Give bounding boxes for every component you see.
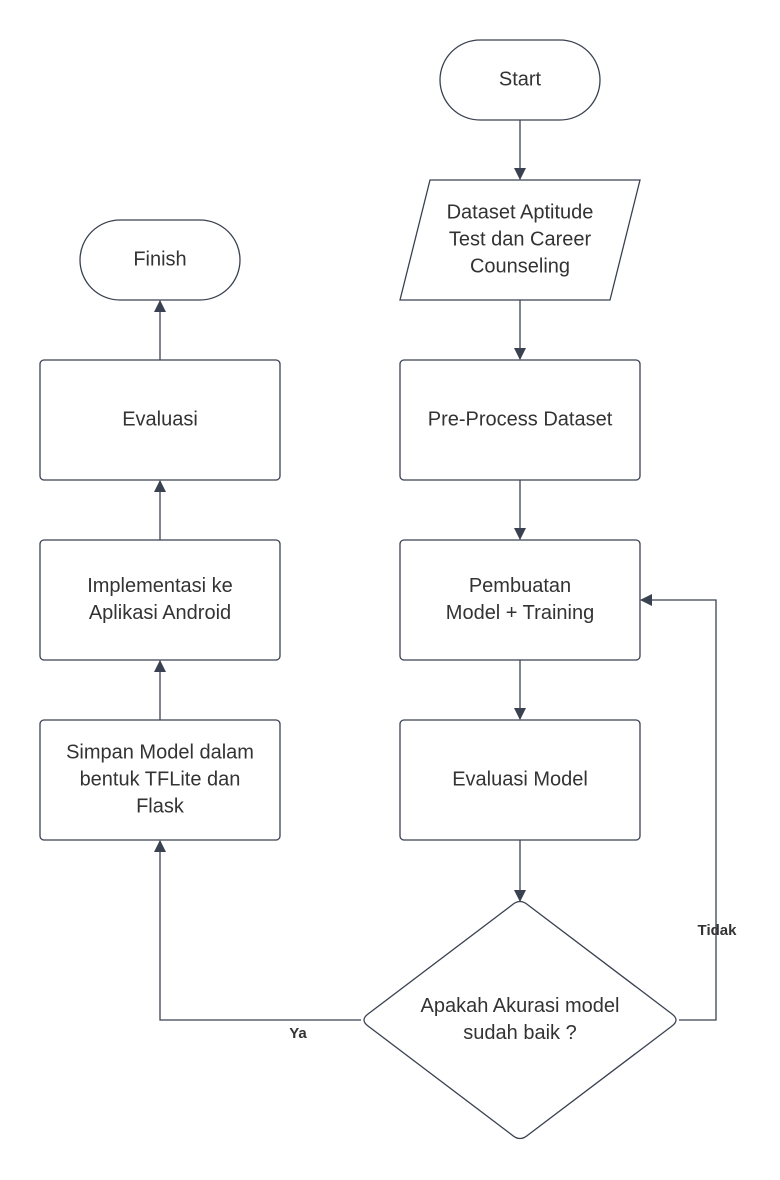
edge-label-tidak: Tidak xyxy=(698,922,738,939)
node-label-line: Implementasi ke xyxy=(87,575,233,597)
node-label-line: Pembuatan xyxy=(469,575,571,597)
preprocess-label: Pre-Process Dataset xyxy=(428,408,613,430)
edge-label-ya: Ya xyxy=(289,1025,307,1042)
node-label-line: Aplikasi Android xyxy=(89,602,231,624)
evaluasi-model-label: Evaluasi Model xyxy=(452,768,588,790)
node-label-line: Counseling xyxy=(470,255,570,277)
node-label-line: bentuk TFLite dan xyxy=(80,768,241,790)
node-label-line: Finish xyxy=(133,248,186,270)
finish-label: Finish xyxy=(133,248,186,270)
preprocess-process: Pre-Process Dataset xyxy=(399,359,641,481)
arrow-decision-no-to-pembuatan xyxy=(640,594,717,1021)
node-label-line: Evaluasi Model xyxy=(452,768,588,790)
node-label-line: Evaluasi xyxy=(122,408,198,430)
node-label-line: Simpan Model dalam xyxy=(66,741,254,763)
arrow-decision-yes-to-simpan xyxy=(154,840,361,1021)
decision-label: Apakah Akurasi model sudah baik ? xyxy=(420,995,619,1044)
implementasi-process: Implementasi ke Aplikasi Android xyxy=(39,539,281,661)
evaluasi-model-process: Evaluasi Model xyxy=(399,719,641,841)
evaluasi-process: Evaluasi xyxy=(39,359,281,481)
connectors xyxy=(154,120,717,1021)
finish-terminator: Finish xyxy=(79,219,241,301)
node-label-line: Start xyxy=(499,68,542,90)
implementasi-label: Implementasi ke Aplikasi Android xyxy=(87,575,233,624)
node-label-line: Apakah Akurasi model xyxy=(420,995,619,1017)
node-label-line: Pre-Process Dataset xyxy=(428,408,613,430)
node-label-line: Test dan Career xyxy=(449,228,592,250)
start-terminator: Start xyxy=(439,39,601,121)
start-label: Start xyxy=(499,68,542,90)
node-label-line: Model + Training xyxy=(446,602,594,624)
node-label-line: Dataset Aptitude xyxy=(447,201,594,223)
node-label-line: Flask xyxy=(136,795,185,817)
node-label-line: sudah baik ? xyxy=(463,1022,576,1044)
accuracy-decision: Apakah Akurasi model sudah baik ? xyxy=(363,900,677,1140)
evaluasi-label: Evaluasi xyxy=(122,408,198,430)
